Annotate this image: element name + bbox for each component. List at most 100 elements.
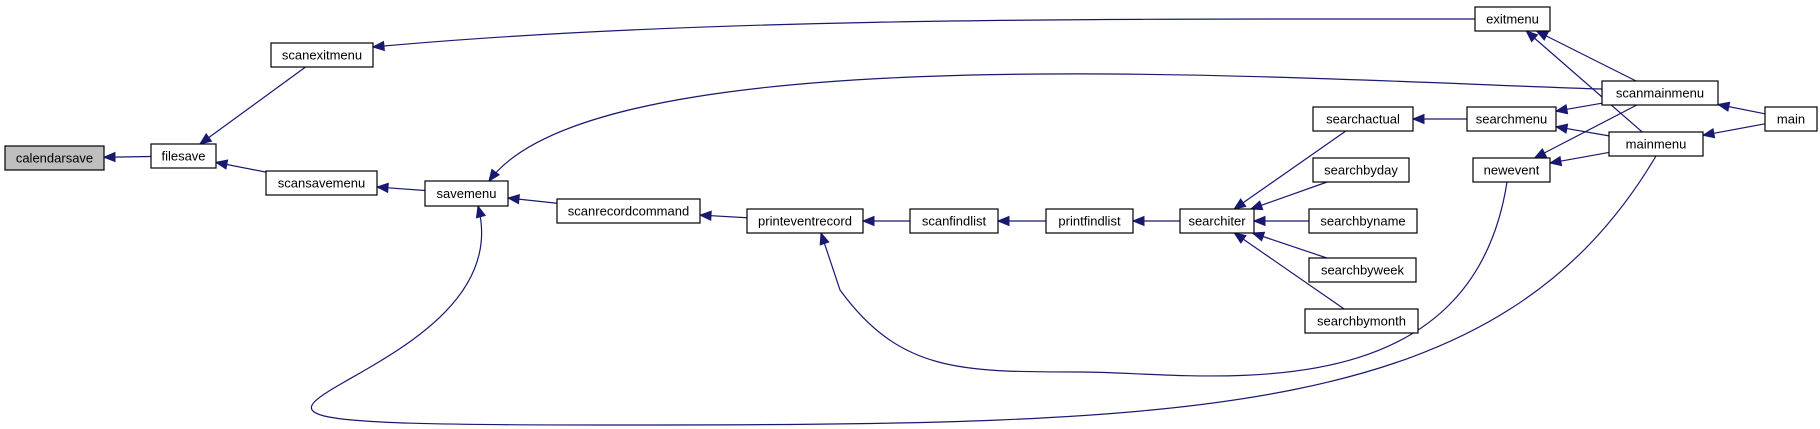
node-box[interactable] bbox=[1312, 106, 1414, 132]
edge-line bbox=[1233, 130, 1347, 210]
node-label: searchbyweek bbox=[1321, 263, 1405, 278]
edge-line bbox=[1252, 232, 1328, 259]
edge-arrowhead bbox=[1251, 231, 1266, 242]
edge-arrowhead bbox=[214, 159, 229, 170]
node-label: printfindlist bbox=[1058, 214, 1121, 229]
edge-arrowhead bbox=[1535, 30, 1550, 41]
node-box[interactable] bbox=[1304, 308, 1419, 334]
edge-arrowhead bbox=[1548, 155, 1563, 167]
node-main[interactable]: main bbox=[1764, 106, 1818, 132]
node-box[interactable] bbox=[1474, 6, 1551, 32]
node-scanmainmenu[interactable]: scanmainmenu bbox=[1601, 80, 1719, 106]
node-filesave[interactable]: filesave bbox=[150, 143, 217, 169]
node-label: mainmenu bbox=[1626, 137, 1687, 152]
edge-arrowhead bbox=[1716, 101, 1731, 112]
node-box[interactable] bbox=[4, 145, 105, 171]
edge-line bbox=[372, 18, 1476, 48]
node-box[interactable] bbox=[270, 42, 374, 68]
edge-arrowhead bbox=[1252, 215, 1266, 227]
edge-arrowhead bbox=[996, 215, 1010, 227]
node-box[interactable] bbox=[150, 143, 217, 169]
node-searchactual[interactable]: searchactual bbox=[1312, 106, 1414, 132]
edge-arrowhead bbox=[1249, 200, 1264, 211]
node-label: searchactual bbox=[1326, 112, 1400, 127]
edge-scanmainmenu-to-exitmenu bbox=[1535, 30, 1637, 82]
edge-arrowhead bbox=[102, 151, 116, 163]
edge-arrowhead bbox=[861, 215, 875, 227]
node-box[interactable] bbox=[1466, 106, 1557, 132]
node-label: searchiter bbox=[1188, 214, 1246, 229]
edge-printeventrecord-to-scanrecordcommand bbox=[698, 210, 748, 221]
node-mainmenu[interactable]: mainmenu bbox=[1608, 131, 1704, 157]
node-searchbyday[interactable]: searchbyday bbox=[1312, 157, 1410, 183]
node-savemenu[interactable]: savemenu bbox=[424, 180, 509, 207]
node-box[interactable] bbox=[556, 198, 701, 224]
node-printeventrecord[interactable]: printeventrecord bbox=[746, 208, 864, 234]
edge-newevent-to-printeventrecord bbox=[819, 181, 1508, 377]
node-box[interactable] bbox=[1308, 257, 1417, 283]
node-label: savemenu bbox=[437, 186, 497, 201]
node-label: scanfindlist bbox=[922, 214, 987, 229]
node-label: calendarsave bbox=[16, 151, 93, 166]
edge-line bbox=[1250, 181, 1328, 210]
edge-mainmenu-to-searchmenu bbox=[1554, 123, 1610, 137]
node-label: exitmenu bbox=[1486, 12, 1539, 27]
node-exitmenu[interactable]: exitmenu bbox=[1474, 6, 1551, 32]
node-searchbyweek[interactable]: searchbyweek bbox=[1308, 257, 1417, 283]
node-label: printeventrecord bbox=[758, 214, 852, 229]
node-box[interactable] bbox=[909, 208, 999, 234]
edge-arrowhead bbox=[1554, 123, 1569, 134]
node-label: scanrecordcommand bbox=[568, 204, 689, 219]
edge-searchmenu-to-searchactual bbox=[1411, 113, 1467, 125]
node-box[interactable] bbox=[424, 180, 509, 207]
edge-exitmenu-to-scanexitmenu bbox=[371, 18, 1476, 52]
edge-arrowhead bbox=[1701, 128, 1716, 139]
edge-printfindlist-to-scanfindlist bbox=[996, 215, 1046, 227]
nodes-layer: calendarsave filesave scanexitmenu scansave… bbox=[4, 6, 1818, 334]
edges-layer bbox=[102, 18, 1766, 426]
edge-line bbox=[1536, 30, 1637, 82]
node-label: scanmainmenu bbox=[1616, 86, 1704, 101]
node-scanrecordcommand[interactable]: scanrecordcommand bbox=[556, 198, 701, 224]
node-calendarsave[interactable]: calendarsave bbox=[4, 145, 105, 171]
node-searchmenu[interactable]: searchmenu bbox=[1466, 106, 1557, 132]
edge-filesave-to-calendarsave bbox=[102, 151, 152, 163]
node-label: newevent bbox=[1484, 163, 1540, 178]
edge-searchbyday-to-searchiter bbox=[1249, 181, 1328, 211]
edge-searchactual-to-searchiter bbox=[1233, 130, 1347, 210]
edge-searchbymonth-to-searchiter bbox=[1233, 232, 1345, 310]
node-box[interactable] bbox=[1601, 80, 1719, 106]
node-box[interactable] bbox=[1764, 106, 1818, 132]
node-label: main bbox=[1777, 112, 1805, 127]
node-box[interactable] bbox=[1312, 157, 1410, 183]
edge-mainmenu-to-savemenu bbox=[310, 155, 1657, 426]
node-box[interactable] bbox=[1045, 208, 1134, 234]
edge-arrowhead bbox=[488, 168, 501, 183]
node-label: filesave bbox=[161, 149, 205, 164]
edge-arrowhead bbox=[1533, 148, 1548, 159]
node-box[interactable] bbox=[746, 208, 864, 234]
edge-line bbox=[310, 155, 1657, 426]
node-scansavemenu[interactable]: scansavemenu bbox=[265, 170, 378, 196]
node-scanexitmenu[interactable]: scanexitmenu bbox=[270, 42, 374, 68]
edge-arrowhead bbox=[198, 132, 213, 145]
node-searchbyname[interactable]: searchbyname bbox=[1308, 208, 1418, 234]
edge-line bbox=[820, 181, 1508, 377]
node-searchiter[interactable]: searchiter bbox=[1179, 208, 1255, 234]
edge-arrowhead bbox=[1233, 232, 1247, 244]
node-newevent[interactable]: newevent bbox=[1472, 157, 1551, 183]
node-box[interactable] bbox=[265, 170, 378, 196]
edge-arrowhead bbox=[371, 40, 385, 52]
node-box[interactable] bbox=[1179, 208, 1255, 234]
edge-arrowhead bbox=[1411, 113, 1425, 125]
node-box[interactable] bbox=[1472, 157, 1551, 183]
node-scanfindlist[interactable]: scanfindlist bbox=[909, 208, 999, 234]
node-searchbymonth[interactable]: searchbymonth bbox=[1304, 308, 1419, 334]
edge-scanfindlist-to-printeventrecord bbox=[861, 215, 910, 227]
node-printfindlist[interactable]: printfindlist bbox=[1045, 208, 1134, 234]
edge-scanrecordcommand-to-savemenu bbox=[506, 194, 558, 205]
edge-arrowhead bbox=[1233, 198, 1247, 210]
node-box[interactable] bbox=[1608, 131, 1704, 157]
node-label: scanexitmenu bbox=[282, 48, 362, 63]
node-box[interactable] bbox=[1308, 208, 1418, 234]
